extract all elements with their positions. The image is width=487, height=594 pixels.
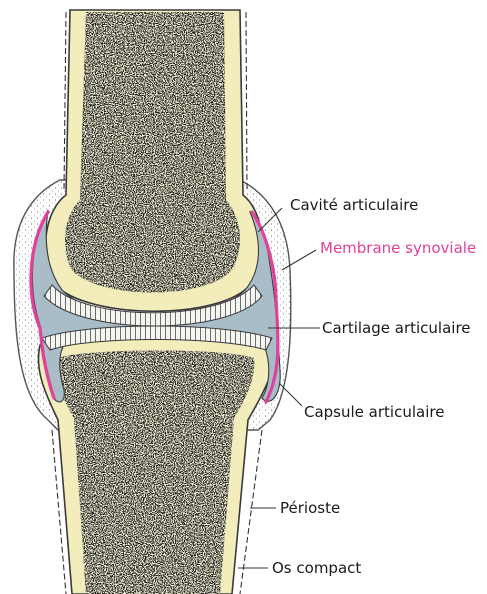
label-membrane-synoviale: Membrane synoviale — [320, 239, 476, 257]
upper-marrow-speckle — [65, 12, 240, 293]
label-capsule-articulaire: Capsule articulaire — [304, 403, 444, 421]
leader-capsule — [280, 384, 302, 406]
periosteum-upper-left — [64, 12, 66, 190]
label-perioste: Périoste — [280, 499, 340, 517]
label-cavite-articulaire: Cavité articulaire — [290, 196, 418, 214]
label-cartilage-articulaire: Cartilage articulaire — [322, 319, 471, 337]
periosteum-upper-right — [246, 12, 247, 190]
label-os-compact: Os compact — [272, 559, 361, 577]
